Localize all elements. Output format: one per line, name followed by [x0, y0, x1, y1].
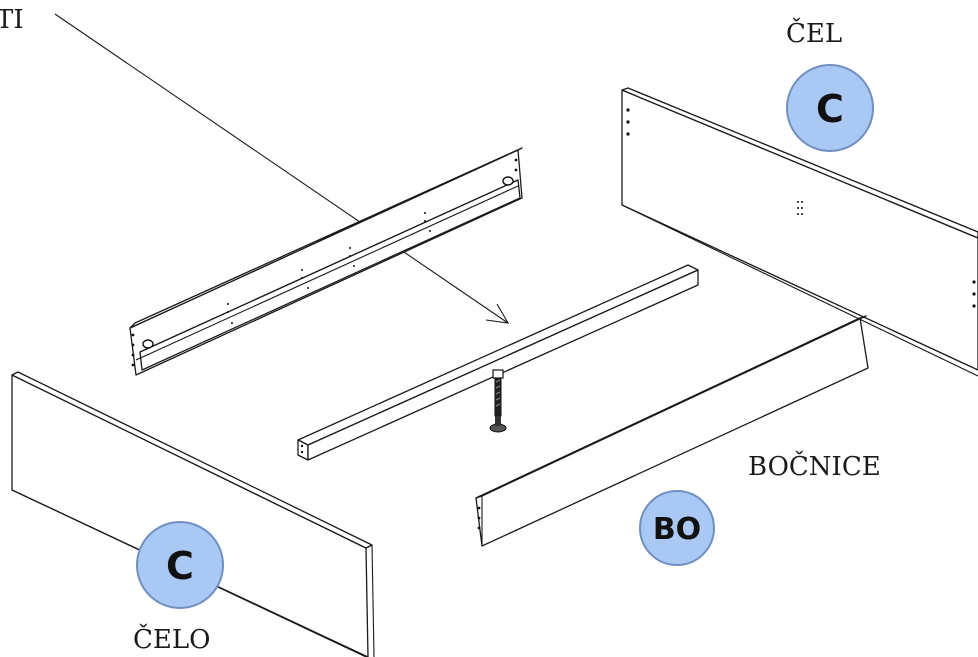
label-bocnice: BOČNICE [748, 450, 881, 482]
rail-holes [131, 158, 518, 367]
front-panel-badge-text: C [166, 544, 194, 588]
label-celo: ČELO [133, 623, 210, 655]
side-rail [129, 147, 523, 376]
side-panel [475, 315, 869, 547]
back-panel [621, 87, 978, 377]
front-panel [11, 371, 375, 657]
pointer-arrow [54, 13, 510, 324]
side-panel-badge: BO [639, 490, 715, 566]
label-top-left: TI [0, 5, 24, 35]
front-panel-badge: C [136, 521, 224, 609]
back-panel-holes [626, 108, 976, 308]
side-panel-badge-text: BO [653, 512, 701, 547]
support-leg [489, 369, 507, 433]
back-panel-badge: C [786, 64, 874, 152]
center-beam [297, 264, 699, 461]
label-cel: ČEL [786, 17, 842, 49]
back-panel-badge-text: C [816, 87, 844, 131]
